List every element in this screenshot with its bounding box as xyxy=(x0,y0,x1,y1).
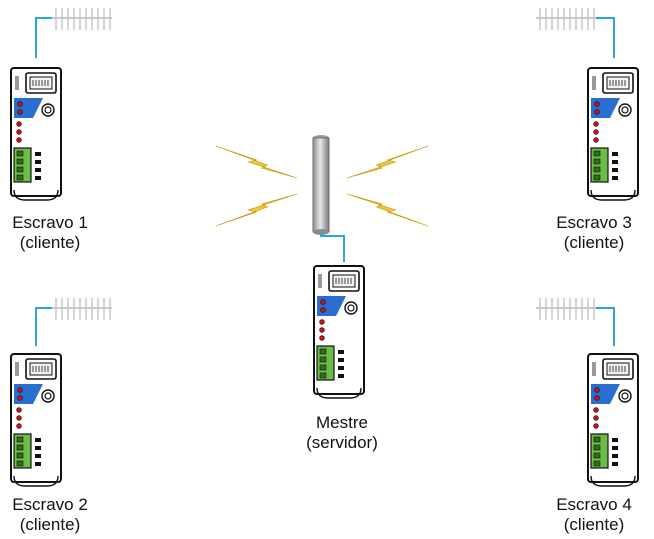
yagi-antenna-icon xyxy=(51,7,113,31)
radio-modem-icon xyxy=(10,67,62,201)
device-mestre xyxy=(312,135,365,399)
radio-modem-icon xyxy=(587,67,639,201)
signal-bolt-icon xyxy=(215,193,298,227)
signal-bolt-icon xyxy=(346,145,429,179)
omni-antenna-icon xyxy=(312,135,330,235)
signal-bolt-icon xyxy=(215,145,298,179)
antenna-cable xyxy=(596,307,615,346)
device-name: Escravo 1 xyxy=(12,213,88,232)
label-escravo-4: Escravo 4 (cliente) xyxy=(524,495,654,535)
device-escravo-1 xyxy=(10,7,113,201)
yagi-antenna-icon xyxy=(51,297,113,321)
device-name: Escravo 2 xyxy=(12,495,88,514)
device-role: (cliente) xyxy=(563,515,625,534)
device-name: Escravo 4 xyxy=(556,495,632,514)
device-name: Mestre xyxy=(316,413,368,432)
label-escravo-2: Escravo 2 (cliente) xyxy=(0,495,120,535)
device-escravo-4 xyxy=(535,297,639,487)
label-escravo-1: Escravo 1 (cliente) xyxy=(0,213,120,253)
device-escravo-2 xyxy=(10,297,113,487)
antenna-cable xyxy=(35,17,52,58)
yagi-antenna-icon xyxy=(535,7,597,31)
radio-modem-icon xyxy=(587,353,639,487)
radio-modem-icon xyxy=(10,353,62,487)
yagi-antenna-icon xyxy=(535,297,597,321)
label-escravo-3: Escravo 3 (cliente) xyxy=(524,213,654,253)
antenna-cable xyxy=(596,17,615,58)
device-role: (cliente) xyxy=(19,515,81,534)
antenna-cable xyxy=(35,307,52,346)
device-escravo-3 xyxy=(535,7,639,201)
signal-bolt-icon xyxy=(346,193,429,227)
device-name: Escravo 3 xyxy=(556,213,632,232)
antenna-cable xyxy=(320,232,345,262)
device-role: (cliente) xyxy=(563,233,625,252)
radio-modem-icon xyxy=(313,265,365,399)
label-mestre: Mestre (servidor) xyxy=(272,413,412,453)
device-role: (cliente) xyxy=(19,233,81,252)
device-role: (servidor) xyxy=(306,433,378,452)
